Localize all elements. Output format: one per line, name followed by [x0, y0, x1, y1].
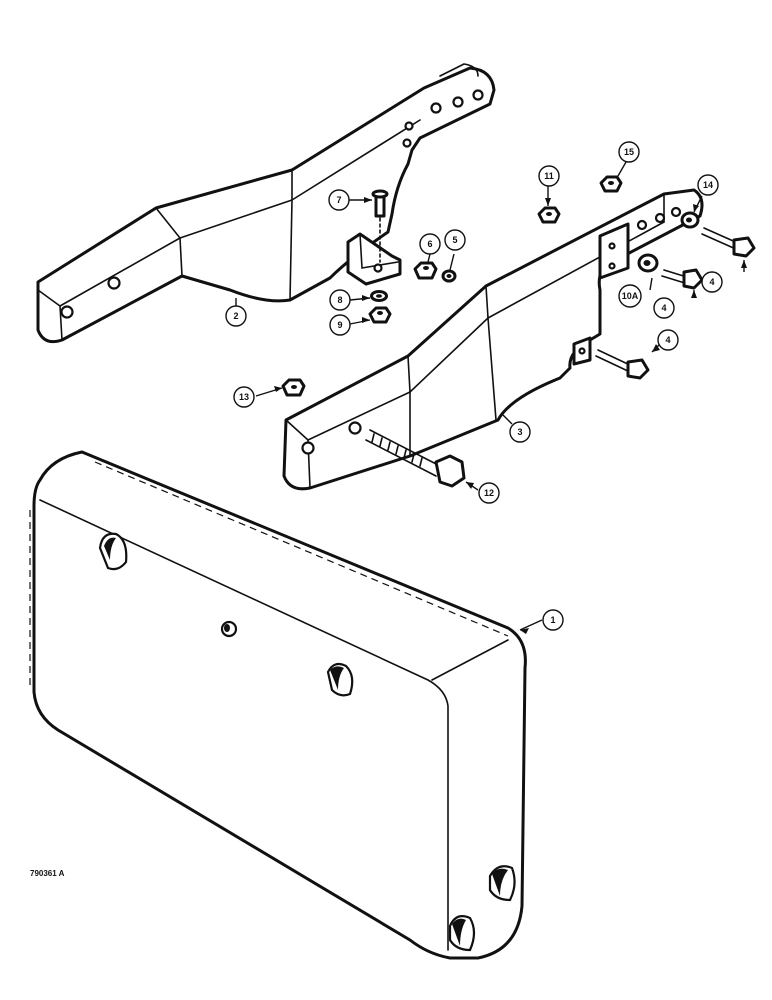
bolt-4-lower [595, 349, 650, 380]
svg-text:2: 2 [233, 311, 238, 321]
svg-text:8: 8 [337, 295, 342, 305]
left-bracket [36, 63, 496, 344]
callout-15: 15 [618, 141, 640, 163]
svg-text:6: 6 [427, 239, 432, 249]
right-bracket [282, 188, 704, 491]
nut-9 [368, 306, 392, 324]
counterweight [29, 450, 527, 960]
svg-text:13: 13 [239, 392, 249, 402]
svg-text:1: 1 [550, 615, 555, 625]
nut-11 [537, 206, 561, 224]
svg-text:9: 9 [337, 320, 342, 330]
callout-8: 8 [329, 289, 351, 311]
svg-text:12: 12 [484, 488, 494, 498]
callout-1: 1 [542, 609, 564, 631]
callout-4-lower: 4 [657, 329, 679, 351]
svg-text:4: 4 [665, 335, 670, 345]
bolt-12 [365, 429, 466, 488]
nut-6 [413, 261, 438, 280]
callout-5: 5 [444, 229, 466, 251]
svg-text:5: 5 [452, 235, 457, 245]
callout-10a: 10A [618, 284, 642, 308]
svg-text:15: 15 [624, 147, 634, 157]
bolt-4-middle [661, 268, 704, 290]
svg-text:11: 11 [544, 171, 554, 181]
callout-7: 7 [328, 189, 350, 211]
callout-11: 11 [538, 165, 560, 187]
callout-14: 14 [697, 174, 719, 196]
callout-4-upper: 4 [701, 271, 723, 293]
callout-4-middle: 4 [653, 297, 675, 319]
callout-13: 13 [233, 386, 255, 408]
callout-6: 6 [419, 233, 441, 255]
bolt-4-upper [701, 227, 756, 258]
figure-reference: 790361 A [30, 869, 65, 878]
svg-text:3: 3 [517, 427, 522, 437]
leader-lines [235, 161, 747, 634]
nut-13 [281, 378, 306, 397]
svg-text:7: 7 [336, 195, 341, 205]
svg-text:4: 4 [661, 303, 666, 313]
svg-text:10A: 10A [622, 291, 639, 301]
callout-2: 2 [225, 305, 247, 327]
callout-12: 12 [478, 482, 500, 504]
callout-9: 9 [329, 314, 351, 336]
svg-text:14: 14 [703, 180, 713, 190]
nut-15 [599, 175, 623, 193]
bolt-7 [371, 189, 389, 263]
callout-3: 3 [509, 421, 531, 443]
svg-text:4: 4 [709, 277, 714, 287]
